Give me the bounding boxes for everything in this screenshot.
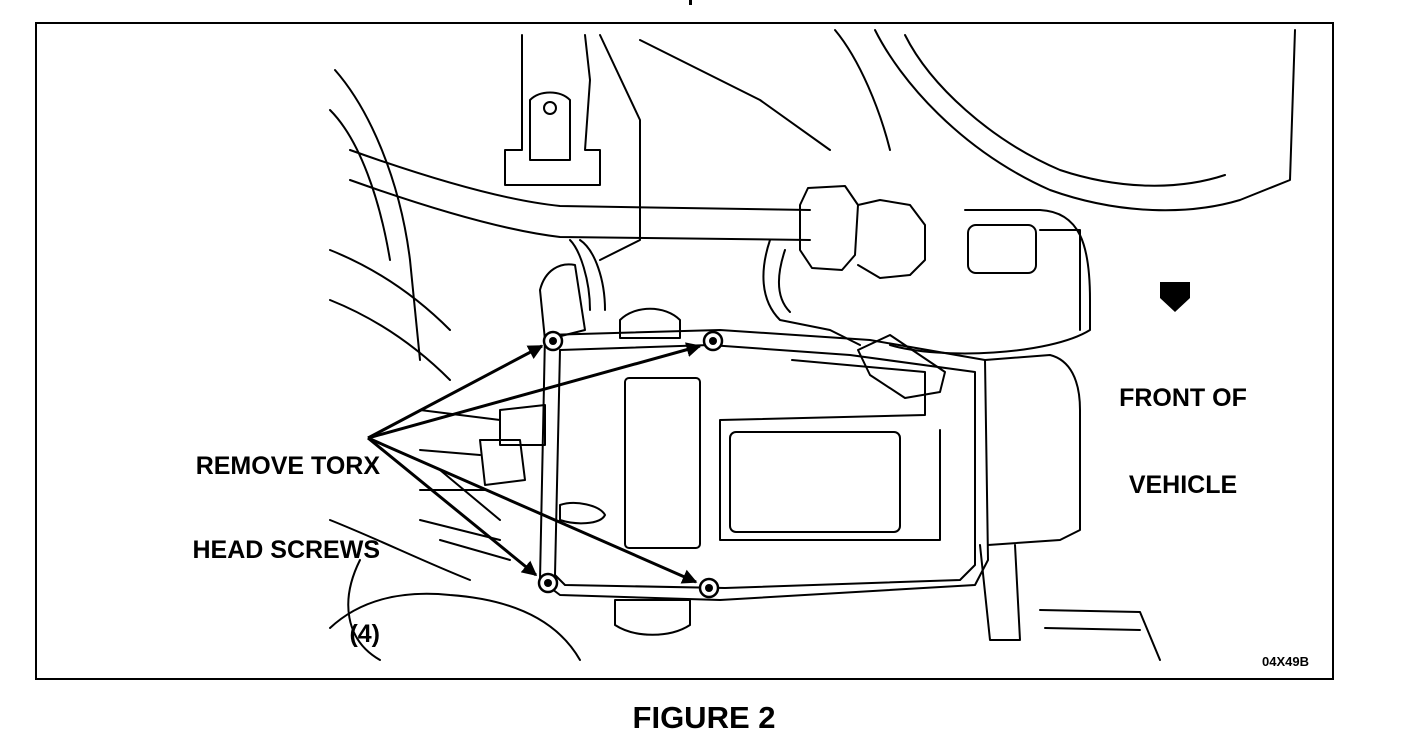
front-direction-arrow-icon [1160,282,1190,312]
remove-torx-screws-callout: REMOVE TORX HEAD SCREWS (4) [130,396,380,676]
upper-housing [874,29,1296,212]
figure-caption: FIGURE 2 [632,700,776,735]
figure-code: 04X49B [1262,654,1309,669]
module-cover-panel-right [719,359,941,541]
upper-housing-inner [904,34,1226,187]
mount-bracket [504,34,601,186]
wire-harness-connector [857,334,946,399]
top-mark [689,0,692,5]
callout-screws-line1: REMOVE TORX [195,452,380,480]
leader-arrow-bottom-right [367,436,698,584]
front-of-vehicle-callout: FRONT OF VEHICLE [1098,326,1268,529]
module-cover-panel-left [624,377,701,549]
brake-line-tube [349,149,811,211]
callout-screws-line3: (4) [349,620,380,648]
leader-arrow-bottom-left [367,436,538,577]
tube-fitting-nut [799,185,859,271]
callout-screws-line2: HEAD SCREWS [192,536,380,564]
module-cover [554,344,976,589]
callout-front-line1: FRONT OF [1119,384,1247,412]
callout-front-line2: VEHICLE [1128,471,1238,499]
brake-line-fittings [479,439,526,486]
leader-arrow-top-left [367,344,544,440]
leader-arrow-top-right [367,342,702,440]
